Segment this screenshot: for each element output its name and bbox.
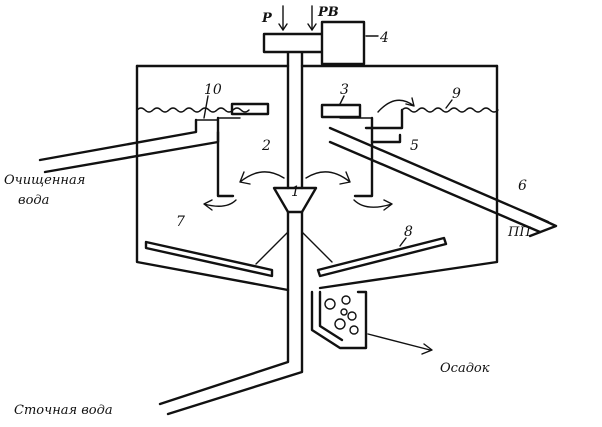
label-7: 7 xyxy=(176,214,185,230)
wastewater-label: Сточная вода xyxy=(14,403,113,418)
foam-collector-3 xyxy=(320,103,362,119)
scraper-arm-right xyxy=(301,231,333,263)
water-surface xyxy=(136,107,499,113)
pressure-regulator-label: PB xyxy=(317,5,339,20)
label-6: 6 xyxy=(518,178,527,194)
foam-flow-arrow xyxy=(377,97,415,113)
central-shaft xyxy=(286,50,304,190)
scraper-blade-right xyxy=(316,236,448,278)
label-5: 5 xyxy=(410,138,419,154)
sludge-bubble xyxy=(340,308,348,316)
label-1: 1 xyxy=(291,184,300,200)
foam-trough xyxy=(364,108,404,144)
treated-water-pipe xyxy=(38,118,220,174)
leader-3 xyxy=(339,95,345,105)
leader-9 xyxy=(445,99,453,109)
scraper-arm-left xyxy=(255,231,289,265)
leader-8 xyxy=(399,237,407,247)
label-4: 4 xyxy=(379,30,389,46)
flow-arrow-out-right xyxy=(353,199,393,211)
label-3: 3 xyxy=(340,82,349,98)
inner-chamber-wall xyxy=(216,116,374,198)
sludge-bubble xyxy=(347,311,357,321)
sludge-bubble xyxy=(341,295,351,305)
tank-outer-wall xyxy=(135,64,499,292)
pressure-arrowhead xyxy=(278,23,288,31)
sludge-bubble xyxy=(334,318,346,330)
sludge-bubble xyxy=(324,298,336,310)
sludge-outlet-arrow xyxy=(367,333,433,355)
drive-motor xyxy=(320,20,366,66)
sludge-hopper xyxy=(310,290,368,350)
froth-product-arrowhead xyxy=(528,212,558,238)
sludge-label: Осадок xyxy=(440,361,490,376)
label-9: 9 xyxy=(452,86,461,102)
froth-product-pipe xyxy=(328,126,550,234)
pressure-label: P xyxy=(261,11,273,26)
flow-arrow-left xyxy=(239,171,285,185)
sludge-bubble xyxy=(349,325,359,335)
scraper-blade-left xyxy=(144,240,274,278)
wastewater-inlet-pipe xyxy=(158,210,304,416)
treated-water-label: Очищенная xyxy=(4,173,85,188)
label-10: 10 xyxy=(204,82,222,98)
reducer-block xyxy=(262,32,328,54)
label-2: 2 xyxy=(261,138,271,154)
treated-water-label-2: вода xyxy=(18,193,49,208)
flow-arrow-out-left xyxy=(203,199,237,211)
flotation-product-label: ПП xyxy=(507,225,531,240)
leader-10 xyxy=(203,95,209,119)
label-8: 8 xyxy=(404,224,413,240)
flow-arrow-right xyxy=(305,171,351,185)
distribution-plate xyxy=(230,102,270,116)
pressure-regulator-arrowhead xyxy=(307,23,317,31)
